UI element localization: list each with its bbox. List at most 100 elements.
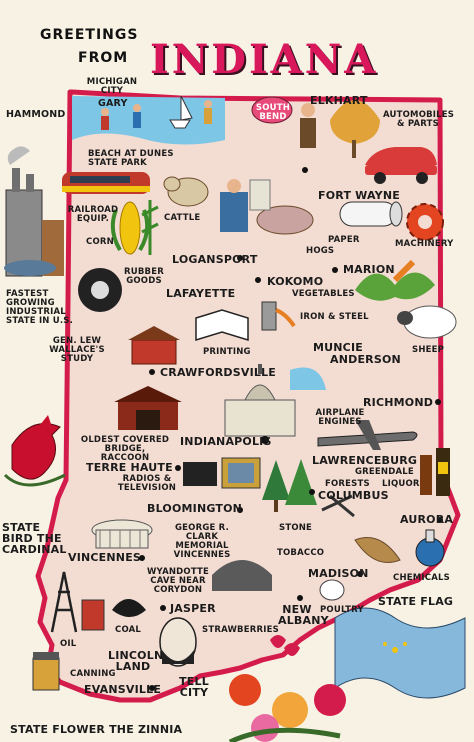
label-strawberries: STRAWBERRIES	[202, 625, 279, 635]
label-sheep: SHEEP	[412, 345, 445, 355]
label-clark-memorial: GEORGE R. CLARK MEMORIAL VINCENNES	[173, 523, 231, 560]
label-state-bird: STATE BIRD THE CARDINAL	[2, 521, 67, 556]
label-automobiles-parts: AUTOMOBILES & PARTS	[383, 110, 455, 129]
clark-memorial-illustration	[91, 519, 153, 549]
label-anderson: ANDERSON	[330, 353, 401, 366]
label-terre-haute: TERRE HAUTE	[86, 461, 173, 474]
label-richmond: RICHMOND	[363, 396, 434, 409]
liquor-bottles-illustration	[420, 448, 450, 496]
label-vegetables: VEGETABLES	[292, 289, 355, 299]
label-wyandotte-cave: WYANDOTTE CAVE NEAR CORYDON	[146, 567, 210, 595]
title-from: FROM	[78, 50, 129, 66]
cave-illustration	[212, 560, 272, 591]
label-tell-city: TELL CITY	[179, 675, 209, 699]
strawberries-illustration	[270, 635, 300, 656]
label-tobacco: TOBACCO	[277, 548, 325, 558]
corn-illustration	[110, 200, 159, 255]
south-bend-logo	[251, 96, 293, 124]
factory-illustration	[4, 146, 64, 277]
forest-trees-illustration	[262, 459, 317, 512]
iron-steel-illustration	[261, 301, 296, 331]
label-gary: GARY	[98, 98, 128, 109]
label-fort-wayne: FORT WAYNE	[318, 189, 400, 202]
label-airplane-engines: AIRPLANE ENGINES	[315, 408, 365, 427]
label-railroad-equip: RAILROAD EQUIP.	[67, 205, 119, 224]
label-aurora: AURORA	[400, 513, 454, 526]
hogs-illustration	[220, 179, 314, 235]
label-jasper: JASPER	[170, 602, 216, 615]
city-markers	[139, 167, 443, 691]
coal-illustration	[112, 599, 146, 617]
lincoln-portrait-illustration	[159, 617, 197, 667]
label-madison: MADISON	[308, 567, 369, 580]
label-beach-dunes: BEACH AT DUNES STATE PARK	[88, 149, 174, 168]
label-cattle: CATTLE	[164, 213, 201, 223]
label-michigan-city: MICHIGAN CITY	[86, 77, 138, 96]
state-flag-illustration	[334, 607, 466, 699]
label-state-flower: STATE FLOWER THE ZINNIA	[10, 723, 183, 736]
canning-jar-illustration	[32, 652, 60, 691]
label-rubber-goods: RUBBER GOODS	[124, 267, 164, 286]
tobacco-leaf-illustration	[354, 537, 401, 563]
elkhart-scene	[300, 100, 437, 184]
paper-roll-illustration	[339, 201, 403, 227]
label-canning: CANNING	[70, 669, 116, 679]
label-hogs: HOGS	[306, 246, 335, 256]
label-machinery: MACHINERY	[395, 239, 454, 249]
label-chemicals: CHEMICALS	[393, 573, 450, 583]
airplane-illustration	[317, 420, 418, 450]
label-oil: OIL	[60, 639, 77, 649]
label-hammond: HAMMOND	[6, 109, 66, 120]
poultry-illustration	[319, 579, 345, 601]
beach-people	[101, 95, 212, 130]
cattle-illustration	[163, 176, 209, 207]
sheep-illustration	[397, 305, 457, 339]
label-radios-television: RADIOS & TELEVISION	[117, 474, 177, 493]
capitol-building-illustration	[224, 364, 326, 437]
label-vincennes: VINCENNES	[68, 551, 142, 564]
label-kokomo: KOKOMO	[267, 275, 324, 288]
label-columbus: COLUMBUS	[318, 489, 389, 502]
label-evansville: EVANSVILLE	[84, 683, 162, 696]
radio-tv-illustration	[183, 457, 261, 489]
oil-derrick-illustration	[50, 571, 105, 633]
label-paper: PAPER	[328, 235, 360, 245]
label-new-albany: NEW ALBANY	[278, 603, 329, 627]
label-iron-steel: IRON & STEEL	[300, 312, 369, 322]
label-bloomington: BLOOMINGTON	[147, 502, 243, 515]
cardinal-bird-illustration	[3, 415, 66, 487]
label-stone: STONE	[279, 523, 313, 533]
label-gen-wallace: GEN. LEW WALLACE'S STUDY	[49, 336, 105, 364]
label-elkhart: ELKHART	[310, 94, 368, 107]
label-logansport: LOGANSPORT	[172, 253, 258, 266]
title-state-name: INDIANA	[150, 36, 379, 83]
covered-bridge-illustration	[114, 386, 182, 430]
label-marion: MARION	[343, 263, 395, 276]
stone-illustration	[321, 494, 355, 518]
label-coal: COAL	[115, 625, 142, 635]
label-greendale: GREENDALE	[355, 467, 414, 477]
label-fastest-growing: FASTEST GROWING INDUSTRIAL STATE IN U.S.	[6, 289, 74, 326]
label-lawrenceburg: LAWRENCEBURG	[312, 454, 418, 467]
label-corn: CORN	[86, 237, 114, 247]
printing-book-illustration	[195, 309, 249, 342]
train-illustration	[62, 172, 150, 194]
rubber-tire-illustration	[78, 268, 122, 312]
label-lincoln-land: LINCOLN LAND	[108, 649, 164, 673]
zinnia-flowers-illustration	[228, 674, 346, 742]
title-greetings: GREETINGS	[40, 27, 139, 43]
label-south-bend: SOUTH BEND	[255, 103, 291, 122]
label-forests: FORESTS	[325, 479, 370, 489]
wallace-study-illustration	[128, 326, 180, 365]
label-poultry: POULTRY	[320, 605, 364, 615]
label-indianapolis: INDIANAPOLIS	[180, 435, 272, 448]
label-lafayette: LAFAYETTE	[166, 287, 236, 300]
label-muncie: MUNCIE	[313, 341, 363, 354]
vegetables-illustration	[355, 259, 435, 301]
label-printing: PRINTING	[203, 347, 251, 357]
label-crawfordsville: CRAWFORDSVILLE	[160, 366, 277, 379]
label-state-flag: STATE FLAG	[378, 595, 454, 608]
chemicals-flask-illustration	[415, 529, 445, 567]
